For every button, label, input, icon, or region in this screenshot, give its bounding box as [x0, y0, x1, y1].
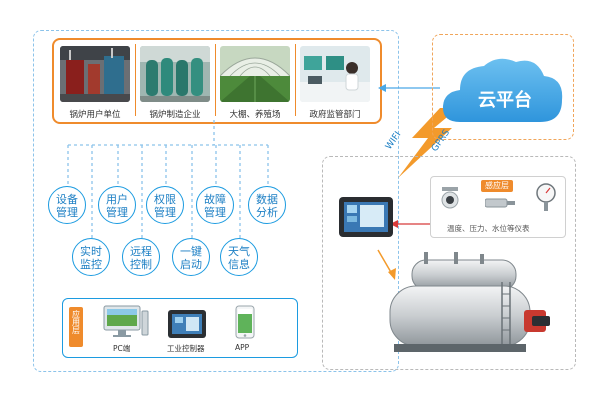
unit-label-1: 锅炉用户单位: [69, 110, 121, 120]
industrial-controller-label: 工业控制器: [167, 344, 205, 353]
user-management-node: 用户管理: [98, 186, 136, 224]
level-sensor-icon: [484, 195, 515, 214]
unit-label-3: 大棚、养殖场: [229, 110, 281, 120]
boiler-maker-photo: [140, 46, 210, 102]
realtime-monitoring-node: 实时监控: [72, 238, 110, 276]
sensor-caption: 温度、压力、水位等仪表: [447, 224, 530, 233]
device-management-node: 设备管理: [48, 186, 86, 224]
platform-functions-region: [33, 30, 399, 372]
phone-icon: [235, 305, 255, 343]
boiler-region: [322, 156, 576, 370]
boiler-user-photo: [60, 46, 130, 102]
strip-divider: [135, 44, 136, 116]
app-label: APP: [235, 343, 250, 352]
weather-info-node: 天气信息: [220, 238, 258, 276]
unit-label-2: 锅炉制造企业: [149, 110, 201, 120]
remote-control-node: 远程控制: [122, 238, 160, 276]
fault-management-node: 故障管理: [196, 186, 234, 224]
camera-icon: [439, 187, 461, 215]
data-analysis-node: 数据分析: [248, 186, 286, 224]
cloud-platform-label: 云平台: [478, 90, 532, 111]
application-layer-box: 应用层 PC端 工业控制器 APP: [62, 298, 298, 358]
cloud-region: [432, 34, 574, 140]
one-key-start-node: 一键启动: [172, 238, 210, 276]
strip-divider: [295, 44, 296, 116]
pc-icon: [103, 305, 149, 345]
cloud-icon: [440, 52, 566, 130]
user-units-strip: 锅炉用户单位 锅炉制造企业 大棚、养殖场 政府监管部门: [52, 38, 382, 124]
gov-monitoring-photo: [300, 46, 370, 102]
industrial-controller-icon: [167, 309, 207, 343]
permission-management-node: 权限管理: [146, 186, 184, 224]
pressure-gauge-icon: [535, 183, 557, 215]
greenhouse-photo: [220, 46, 290, 102]
touch-controller-icon: [338, 196, 394, 242]
application-layer-tag: 应用层: [69, 307, 83, 347]
sensor-layer-box: 感应层 温度、压力、水位等仪表: [430, 176, 566, 238]
pc-label: PC端: [113, 344, 131, 353]
boiler-icon: [384, 252, 552, 364]
sensor-layer-tag: 感应层: [481, 180, 513, 192]
unit-label-4: 政府监管部门: [309, 110, 361, 120]
strip-divider: [215, 44, 216, 116]
